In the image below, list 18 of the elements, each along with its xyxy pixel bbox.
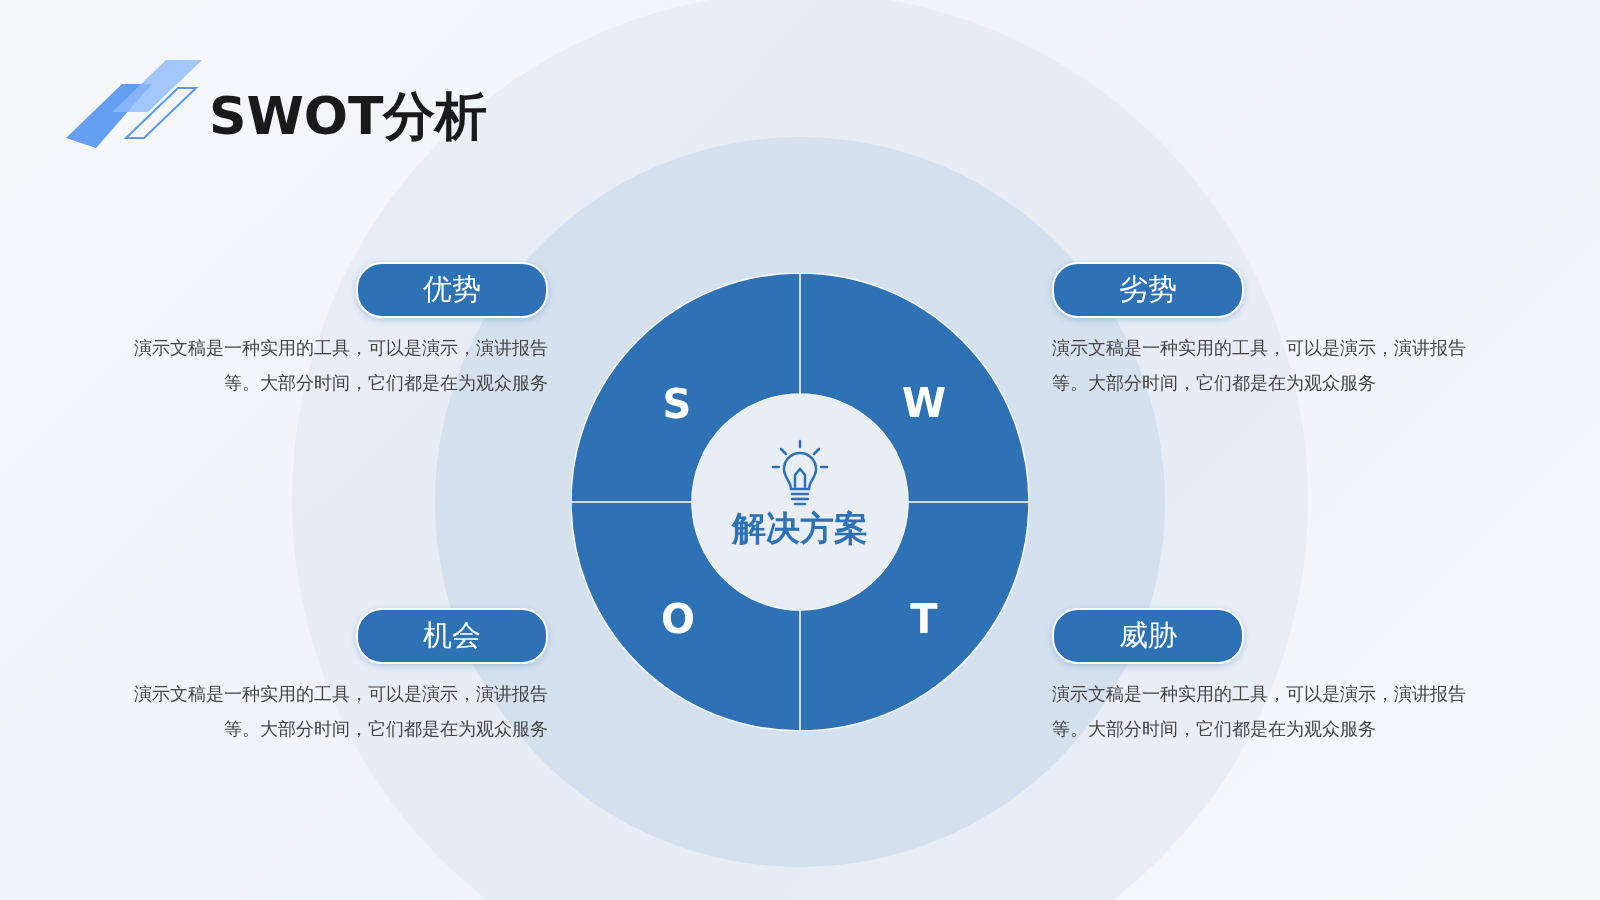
- description-text: 演示文稿是一种实用的工具，可以是演示，演讲报告等。大部分时间，它们都是在为观众服务: [133, 682, 548, 741]
- center-label: 解决方案: [730, 507, 869, 550]
- quadrant-segment: [571, 273, 800, 502]
- quadrant-segment: [800, 273, 1029, 502]
- quadrant-letter: O: [661, 596, 695, 642]
- description-text: 演示文稿是一种实用的工具，可以是演示，演讲报告等。大部分时间，它们都是在为观众服务: [133, 336, 548, 395]
- quadrant-letter: S: [662, 381, 692, 427]
- quadrant-segment: [800, 502, 1029, 731]
- description-text: 演示文稿是一种实用的工具，可以是演示，演讲报告等。大部分时间，它们都是在为观众服务: [1052, 336, 1467, 395]
- heading-pill: 劣势: [1052, 262, 1244, 318]
- quadrant-letter: T: [910, 596, 938, 642]
- quadrant-segment: [571, 502, 800, 731]
- quadrant-letter: W: [901, 380, 947, 426]
- heading-pill: 威胁: [1052, 608, 1244, 664]
- description-text: 演示文稿是一种实用的工具，可以是演示，演讲报告等。大部分时间，它们都是在为观众服务: [1052, 682, 1467, 741]
- heading-pill: 优势: [356, 262, 548, 318]
- title: SWOT分析: [209, 85, 488, 148]
- heading-pill: 机会: [356, 608, 548, 664]
